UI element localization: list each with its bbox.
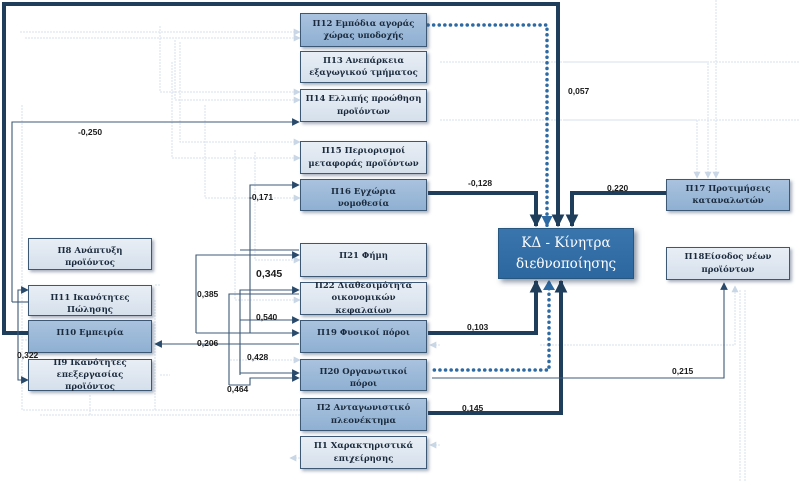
node-p22-line1: Π22 Διαθεσιμότητα bbox=[314, 281, 413, 292]
edge-p12-kd bbox=[426, 23, 553, 228]
edge-p20-p19 bbox=[228, 293, 299, 385]
node-p19[interactable]: Π19 Φυσικοί πόροι bbox=[300, 320, 427, 353]
node-p16-line1: Π16 Εγχώρια νομοθεσία bbox=[331, 187, 396, 210]
faint-edge bbox=[254, 152, 301, 264]
edge-p16-kd bbox=[428, 191, 543, 228]
edge-p19-p21 bbox=[195, 251, 300, 333]
edge-p10-kd bbox=[2, 2, 565, 335]
node-p17[interactable]: Π17 Προτιμήσεις καταναλωτών bbox=[666, 179, 790, 211]
node-p18-line1: Π18Είσοδος νέων bbox=[684, 252, 772, 263]
node-p2-line1: Π2 Ανταγωνιστικό bbox=[316, 403, 411, 414]
weight-p19-p16: -0,171 bbox=[249, 192, 274, 202]
node-p20-line1: Π20 Οργανωτικοί πόροι bbox=[319, 367, 408, 390]
node-p20[interactable]: Π20 Οργανωτικοί πόροι bbox=[300, 359, 427, 391]
node-p10-line1: Π10 Εμπειρία bbox=[56, 328, 124, 338]
edge-p22-p20 bbox=[239, 346, 300, 377]
node-p13[interactable]: Π13 Ανεπάρκεια εξαγωγικού τμήματος bbox=[300, 51, 427, 83]
edge-p16-p20 bbox=[229, 374, 300, 386]
node-p8[interactable]: Π8 Ανάπτυξη προϊόντος bbox=[28, 238, 152, 270]
faint-edge bbox=[159, 26, 301, 96]
node-p19-line1: Π19 Φυσικοί πόροι bbox=[317, 328, 410, 338]
node-p13-line1: Π13 Ανεπάρκεια bbox=[322, 55, 405, 66]
faint-edge bbox=[174, 40, 301, 104]
node-p11-line1: Π11 Ικανότητες Πώλησης bbox=[50, 293, 130, 316]
node-kd-central[interactable]: ΚΔ - Κίνητρα διεθνοποίησης bbox=[498, 228, 634, 279]
edge-p20-p18 bbox=[432, 282, 728, 379]
node-p9-line1: Π9 Ικανότητες bbox=[53, 357, 127, 368]
weight-p20-p22: 0,345 bbox=[256, 268, 283, 280]
weight-p16-p20: 0,464 bbox=[227, 384, 249, 394]
weight-p19-kd: 0,103 bbox=[467, 322, 489, 332]
node-p17-line2: καταναλωτών bbox=[692, 196, 764, 206]
faint-edge bbox=[21, 105, 300, 411]
edge-p11-p14 bbox=[11, 118, 300, 302]
weight-p20-p19: 0,540 bbox=[256, 312, 278, 322]
faint-edge bbox=[565, 119, 701, 179]
node-p14-line1: Π14 Ελλιπής προώθηση bbox=[305, 94, 422, 105]
edge-kd-p20-arrow-up bbox=[543, 280, 555, 290]
node-p1-line2: επιχείρησης bbox=[333, 453, 394, 464]
node-p8-line1: Π8 Ανάπτυξη προϊόντος bbox=[57, 246, 123, 269]
faint-connectors bbox=[20, 0, 800, 481]
edge-kd-p20 bbox=[430, 281, 551, 372]
weight-p11-p14: -0,250 bbox=[78, 127, 103, 137]
node-p11[interactable]: Π11 Ικανότητες Πώλησης bbox=[28, 285, 152, 316]
node-kd-line2: διεθνοποίησης bbox=[515, 255, 617, 272]
faint-edge bbox=[179, 42, 301, 146]
faint-edge bbox=[204, 105, 301, 202]
weight-p20-p18: 0,215 bbox=[672, 366, 694, 376]
edge-p10-p9 bbox=[17, 333, 29, 384]
node-p21[interactable]: Π21 Φήμη bbox=[300, 243, 427, 277]
node-p18-line2: προϊόντων bbox=[701, 264, 755, 275]
edge-p17-kd bbox=[565, 191, 666, 228]
faint-edge bbox=[540, 285, 739, 346]
weight-p17-kd: 0,220 bbox=[607, 183, 629, 193]
node-p13-line2: εξαγωγικού τμήματος bbox=[309, 68, 418, 78]
faint-edge bbox=[234, 150, 301, 304]
weight-p10-p9: 0,322 bbox=[17, 350, 39, 360]
node-p1-line1: Π1 Χαρακτηριστικά bbox=[313, 441, 414, 452]
edge-p10-p11 bbox=[17, 286, 29, 333]
node-p10[interactable]: Π10 Εμπειρία bbox=[28, 320, 152, 353]
node-kd-line1: ΚΔ - Κίνητρα bbox=[521, 235, 611, 252]
node-p16[interactable]: Π16 Εγχώρια νομοθεσία bbox=[300, 179, 427, 211]
edge-p2-kd bbox=[428, 279, 568, 415]
weight-p2-kd: 0,145 bbox=[462, 403, 484, 413]
node-p12-line2: χώρας υποδοχής bbox=[323, 31, 404, 41]
node-p14-line2: προϊόντων bbox=[337, 106, 390, 117]
weight-p19-p10: 0,206 bbox=[197, 338, 219, 348]
node-p2-line2: πλεονέκτημα bbox=[330, 415, 397, 426]
weight-p19-p21: 0,385 bbox=[197, 289, 219, 299]
node-p17-line1: Π17 Προτιμήσεις bbox=[685, 183, 771, 194]
weight-p12-kd: 0,057 bbox=[568, 86, 590, 96]
weight-p22-p20: 0,428 bbox=[247, 352, 269, 362]
node-p22-line2: οικονομικών κεφαλαίων bbox=[331, 293, 396, 316]
faint-edge bbox=[171, 62, 301, 162]
node-p15-line1: Π15 Περιορισμοί bbox=[321, 146, 406, 157]
faint-edge bbox=[565, 61, 712, 179]
node-p21-line1: Π21 Φήμη bbox=[339, 251, 388, 261]
node-p12-line1: Π12 Εμπόδια αγοράς bbox=[312, 18, 415, 29]
node-p15-line2: μεταφοράς προϊόντων bbox=[308, 158, 419, 169]
node-p12[interactable]: Π12 Εμπόδια αγοράς χώρας υποδοχής bbox=[300, 13, 427, 47]
weight-p16-kd: -0,128 bbox=[468, 178, 493, 188]
edge-p19-kd bbox=[428, 279, 543, 335]
edge-p19-p16 bbox=[249, 181, 300, 333]
node-p9-line2: επεξεργασίας προϊόντος bbox=[56, 369, 124, 393]
